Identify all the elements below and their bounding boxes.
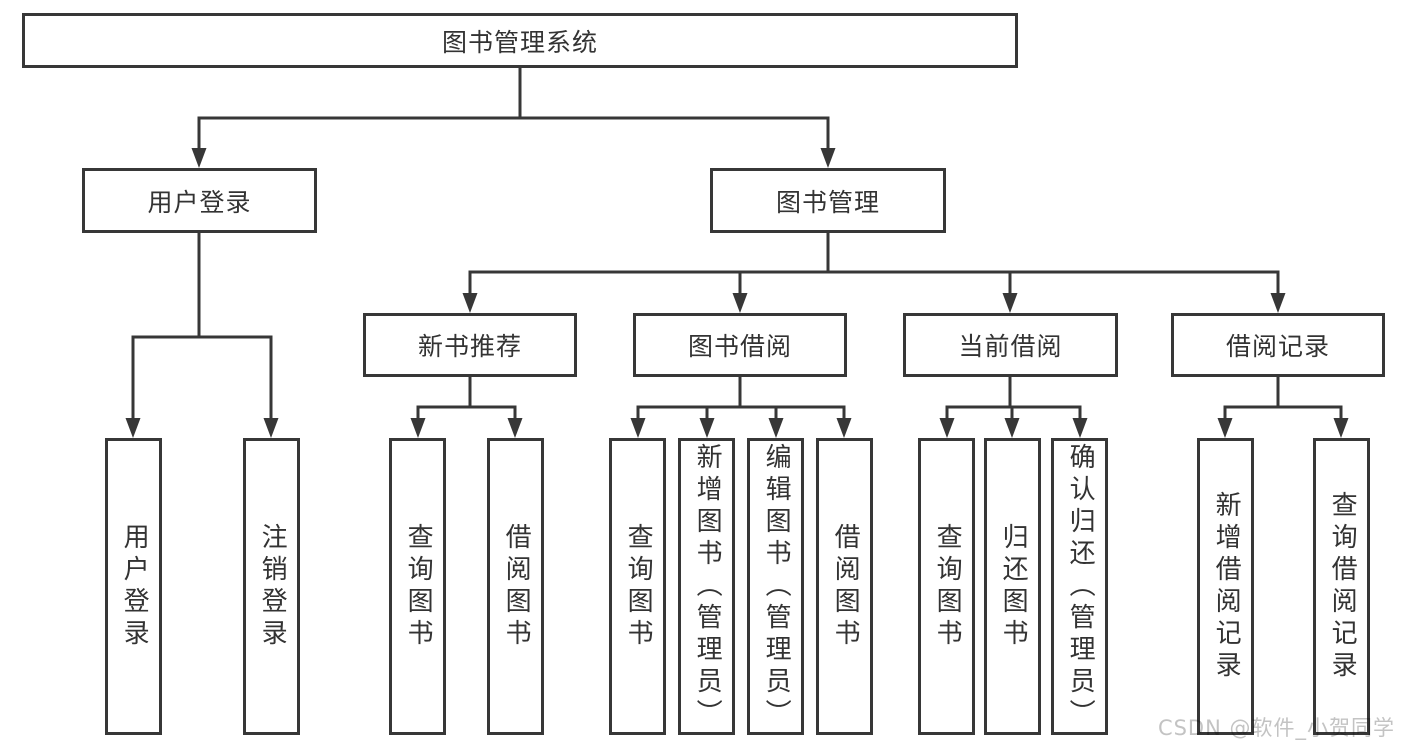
node-book-management: 图书管理 [710, 168, 946, 233]
arrowhead [836, 418, 852, 438]
node-borrow-records: 借阅记录 [1171, 313, 1385, 377]
node-book-borrow: 图书借阅 [633, 313, 847, 377]
arrowhead [1217, 418, 1233, 438]
connector-current-borrow-to-leaves [945, 374, 1082, 422]
connector-book-borrow-to-leaves [636, 374, 846, 422]
leaf-add-borrow-record: 新增借阅记录 [1197, 438, 1254, 735]
leaf-logout-login: 注销登录 [243, 438, 300, 735]
arrowhead [507, 418, 523, 438]
leaf-label: 查询图书 [403, 522, 434, 651]
leaf-add-books-admin: 新增图书（管理员） [678, 438, 735, 735]
leaf-label: 查询图书 [623, 522, 654, 651]
leaf-query-books-recommend: 查询图书 [389, 438, 446, 735]
leaf-label: 查询借阅记录 [1327, 490, 1358, 683]
arrowhead [699, 418, 715, 438]
node-current-borrow: 当前借阅 [903, 313, 1118, 377]
connector-new-book-to-leaves [416, 374, 517, 422]
node-new-book-recommend: 新书推荐 [363, 313, 577, 377]
leaf-user-login: 用户登录 [105, 438, 162, 735]
node-new-book-recommend-label: 新书推荐 [417, 332, 522, 361]
arrowhead [1002, 293, 1018, 313]
arrowhead [125, 418, 141, 438]
arrowhead [1333, 418, 1349, 438]
node-book-management-label: 图书管理 [775, 187, 880, 217]
leaf-edit-books-admin: 编辑图书（管理员） [747, 438, 804, 735]
arrowhead [462, 293, 478, 313]
leaf-label: 注销登录 [257, 522, 288, 651]
arrowhead [630, 418, 646, 438]
leaf-label: 新增借阅记录 [1211, 490, 1242, 683]
arrowheads [125, 148, 1349, 438]
arrowhead [410, 418, 426, 438]
arrowhead [732, 293, 748, 313]
arrowhead [263, 418, 279, 438]
arrowhead [820, 148, 836, 168]
node-user-login: 用户登录 [82, 168, 317, 233]
connector-book-mgmt-to-level3 [468, 230, 1280, 297]
leaf-query-books-current: 查询图书 [918, 438, 975, 735]
watermark: CSDN @软件_小贺同学 [1157, 716, 1395, 740]
arrowhead [191, 148, 207, 168]
arrowhead [1004, 418, 1020, 438]
leaf-confirm-return-admin: 确认归还（管理员） [1051, 438, 1108, 735]
leaf-query-books-borrow: 查询图书 [609, 438, 666, 735]
leaf-borrow-books: 借阅图书 [816, 438, 873, 735]
node-borrow-records-label: 借阅记录 [1225, 332, 1330, 361]
leaf-label: 归还图书 [998, 522, 1029, 651]
leaf-label: 新增图书（管理员） [692, 442, 723, 731]
connector-user-login-to-leaves [131, 230, 273, 422]
arrowhead [1072, 418, 1088, 438]
node-book-borrow-label: 图书借阅 [687, 332, 792, 361]
leaf-label: 用户登录 [119, 522, 150, 651]
leaf-borrow-books-recommend: 借阅图书 [487, 438, 544, 735]
arrowhead [768, 418, 784, 438]
leaf-return-books: 归还图书 [984, 438, 1041, 735]
connector-segments [131, 64, 1343, 422]
connector-root-to-level2 [197, 64, 830, 152]
leaf-label: 借阅图书 [501, 522, 532, 651]
leaf-label: 确认归还（管理员） [1065, 442, 1096, 731]
node-root: 图书管理系统 [22, 13, 1018, 68]
connector-borrow-record-to-leaves [1223, 374, 1343, 422]
node-user-login-label: 用户登录 [147, 187, 252, 217]
node-current-borrow-label: 当前借阅 [958, 332, 1063, 361]
leaf-label: 查询图书 [932, 522, 963, 651]
leaf-label: 编辑图书（管理员） [761, 442, 792, 731]
node-root-label: 图书管理系统 [441, 27, 598, 57]
arrowhead [1270, 293, 1286, 313]
leaf-query-borrow-record: 查询借阅记录 [1313, 438, 1370, 735]
arrowhead [939, 418, 955, 438]
leaf-label: 借阅图书 [830, 522, 861, 651]
